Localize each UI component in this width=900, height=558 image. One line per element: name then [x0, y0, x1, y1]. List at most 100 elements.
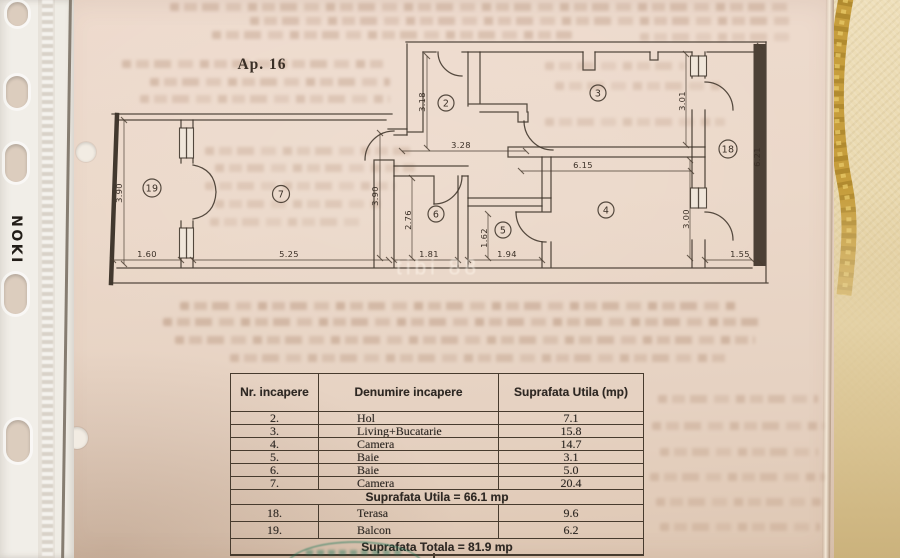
- bleedthrough-text-line: [545, 62, 685, 70]
- cell-name: Camera: [319, 477, 499, 490]
- dim-label: 1.62: [479, 228, 489, 248]
- dim-label: 3.18: [417, 92, 427, 112]
- bleedthrough-text-line: [205, 182, 395, 190]
- cell-name: Camera: [319, 438, 499, 451]
- sleeve-brand-label: NOKI: [8, 215, 24, 265]
- dimension-labels: 3.90 1.60 5.25 3.90 3.18 3.28 2.76 1.81 …: [114, 91, 762, 259]
- bleedthrough-text-line: [210, 218, 360, 226]
- room-number: 3: [595, 89, 601, 100]
- cell-nr: 7.: [231, 477, 319, 490]
- room-number: 7: [278, 190, 284, 201]
- subtotal-row: Suprafata Utila = 66.1 mp: [231, 490, 643, 505]
- cell-name: Baie: [319, 464, 499, 477]
- room-number: 18: [722, 145, 735, 156]
- bleedthrough-text-line: [250, 17, 790, 25]
- cell-area: 6.2: [499, 522, 643, 539]
- total-row: Suprafata Totala = 81.9 mp: [231, 539, 643, 555]
- cell-nr: 4.: [231, 438, 319, 451]
- bleedthrough-text-line: [122, 60, 384, 68]
- bleedthrough-text-line: [230, 354, 730, 362]
- paper-punch-hole: [76, 142, 96, 162]
- sleeve-binder-hole: [5, 144, 27, 182]
- bleedthrough-text-line: [215, 164, 415, 172]
- bleedthrough-text-line: [215, 200, 385, 208]
- dim-label: 5.25: [279, 249, 299, 259]
- cell-nr: 18.: [231, 505, 319, 522]
- cell-name: Living+Bucatarie: [319, 425, 499, 438]
- dim-label: 6.21: [752, 147, 762, 167]
- cell-name: Hol: [319, 412, 499, 425]
- room-labels: 2 3 4 5 6 7 18 19: [142, 84, 738, 239]
- dim-label: 2.76: [403, 210, 413, 230]
- cell-area: 15.8: [499, 425, 643, 438]
- room-number: 2: [443, 99, 449, 110]
- cell-nr: 3.: [231, 425, 319, 438]
- dim-label: 1.81: [419, 249, 439, 259]
- dim-label: 3.90: [114, 183, 124, 203]
- col-header-name: Denumire incapere: [319, 374, 499, 412]
- room-number: 6: [433, 210, 439, 221]
- dim-label: 6.15: [573, 160, 593, 170]
- sleeve-perforation: [42, 0, 53, 558]
- bleedthrough-text-line: [650, 473, 825, 481]
- cell-area: 7.1: [499, 412, 643, 425]
- cell-area: 14.7: [499, 438, 643, 451]
- cell-nr: 5.: [231, 451, 319, 464]
- col-header-area: Suprafata Utila (mp): [499, 374, 643, 412]
- cell-nr: 19.: [231, 522, 319, 539]
- dim-label: 1.94: [497, 249, 517, 259]
- table-continuation-line: [433, 553, 435, 558]
- room-number: 19: [146, 184, 159, 195]
- dim-label: 3.28: [451, 140, 471, 150]
- cell-name: Terasa: [319, 505, 499, 522]
- floor-plan: Ap. 16: [108, 41, 769, 286]
- cell-area: 9.6: [499, 505, 643, 522]
- plan-walls: [110, 41, 769, 284]
- cell-name: Balcon: [319, 522, 499, 539]
- bleedthrough-text-line: [140, 95, 390, 103]
- watermark: tibi 88: [396, 255, 481, 280]
- cell-area: 3.1: [499, 451, 643, 464]
- bleedthrough-text-line: [658, 395, 818, 403]
- outer-wall-left: [108, 112, 120, 286]
- stamp-text-illegible: [306, 550, 402, 555]
- outer-wall-solid: [753, 44, 766, 266]
- bleedthrough-text-line: [660, 523, 820, 531]
- cell-nr: 6.: [231, 464, 319, 477]
- dim-label: 3.90: [370, 186, 380, 206]
- col-header-nr: Nr. incapere: [231, 374, 319, 412]
- dim-label: 3.00: [681, 209, 691, 229]
- sleeve-binder-hole: [6, 420, 30, 462]
- dim-label: 3.01: [677, 91, 687, 111]
- bleedthrough-text-line: [170, 3, 790, 11]
- paper-sheet: [62, 0, 834, 558]
- bleedthrough-text-line: [205, 147, 415, 155]
- fabric-shadow-fade: [822, 0, 900, 558]
- fabric-background: [822, 0, 900, 558]
- dimension-lines: [109, 42, 764, 268]
- bleedthrough-text-line: [545, 118, 725, 126]
- sleeve-binder-hole: [7, 2, 28, 26]
- dim-label: 1.60: [137, 249, 157, 259]
- bleedthrough-text-line: [656, 498, 821, 506]
- bleedthrough-text-line: [163, 318, 763, 326]
- bleedthrough-text-line: [640, 33, 790, 41]
- bleedthrough-text-line: [175, 336, 755, 344]
- cell-nr: 2.: [231, 412, 319, 425]
- bleedthrough-text-line: [150, 78, 390, 86]
- room-area-table: Nr. incapere Denumire incapere Suprafata…: [230, 373, 644, 556]
- cell-name: Baie: [319, 451, 499, 464]
- plan-title: Ap. 16: [237, 56, 286, 73]
- bleedthrough-text-line: [180, 302, 740, 310]
- cell-area: 20.4: [499, 477, 643, 490]
- sleeve-binder-hole: [4, 274, 27, 314]
- bleedthrough-text-line: [660, 448, 818, 456]
- window-symbols: [178, 55, 708, 259]
- bleedthrough-text-line: [555, 82, 725, 90]
- room-number: 4: [603, 206, 609, 217]
- room-number: 5: [500, 226, 506, 237]
- dim-label: 1.55: [730, 249, 750, 259]
- bleedthrough-text-line: [212, 31, 572, 39]
- bleedthrough-text-line: [652, 422, 824, 430]
